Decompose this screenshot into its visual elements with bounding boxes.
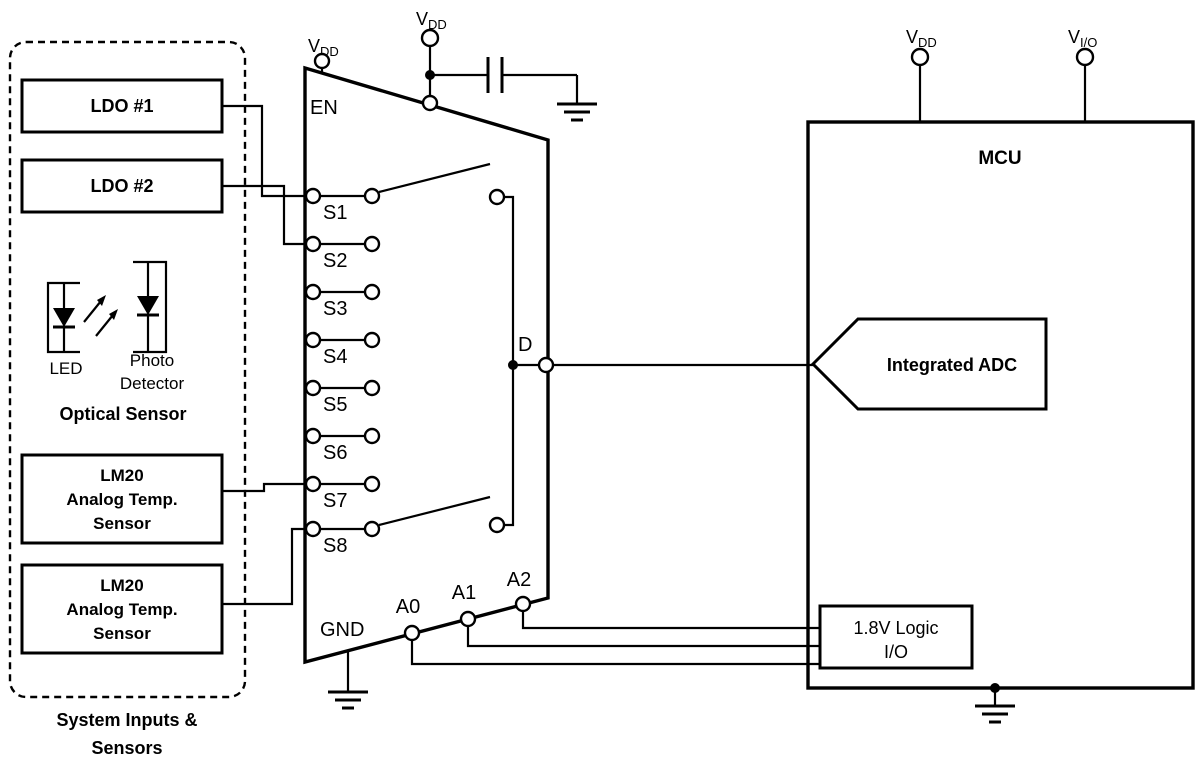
lm20-box-1: LM20 Analog Temp. Sensor — [20, 453, 224, 545]
pin-a0-label: A0 — [396, 596, 420, 618]
lm20-2-line2: Analog Temp. — [66, 600, 177, 619]
mux-gnd-label: GND — [320, 619, 364, 641]
sensors-group: LDO #1 LDO #2 — [8, 40, 247, 758]
wire-a2 — [521, 611, 820, 630]
pin-s4 — [304, 331, 322, 349]
lm20-1-rect — [20, 453, 224, 545]
lm20-2-line1: LM20 — [100, 576, 143, 595]
pin-s6-label: S6 — [323, 442, 347, 464]
pin-d-label: D — [518, 334, 532, 356]
mux-vdd-supply: VDD — [416, 9, 597, 122]
mux-vdd-terminal — [420, 28, 440, 48]
ldo1-rect — [20, 78, 224, 134]
mcu-block: MCU VDD VI/O Integrated ADC 1.8V Logic I… — [410, 27, 1195, 724]
mcu-vio-terminal — [1075, 47, 1095, 67]
logic-io-label-line1: 1.8V Logic — [853, 618, 938, 638]
pin-s1 — [304, 187, 322, 205]
pin-s2 — [304, 235, 322, 253]
wire-lm20-1-s7 — [222, 482, 306, 493]
photo-detector-label-line1: Photo — [130, 351, 174, 370]
switch-arm-s1 — [378, 162, 491, 194]
pin-s6 — [304, 427, 322, 445]
led-icon — [46, 281, 80, 354]
switch-arm-s8 — [378, 495, 491, 527]
pin-a1-label: A1 — [452, 582, 476, 604]
sensor-wires — [222, 104, 306, 606]
mcu-title: MCU — [978, 148, 1021, 169]
mcu-gnd — [975, 683, 1015, 724]
sensors-caption-line1: System Inputs & — [56, 710, 197, 730]
pin-s8-label: S8 — [323, 535, 347, 557]
pin-s4-label: S4 — [323, 346, 347, 368]
pin-a1 — [459, 610, 477, 628]
wire-a0 — [410, 640, 820, 666]
mcu-vdd-terminal — [910, 47, 930, 67]
mux-en-pin-label: EN — [310, 97, 338, 119]
logic-io-box — [818, 604, 974, 670]
pin-s3 — [304, 283, 322, 301]
pin-a0 — [403, 624, 421, 642]
lm20-1-line3: Sensor — [93, 514, 151, 533]
pin-s7 — [304, 475, 322, 493]
mcu-vdd-label: VDD — [906, 27, 937, 50]
integrated-adc-label: Integrated ADC — [887, 355, 1017, 375]
optical-sensor-label: Optical Sensor — [59, 404, 186, 424]
light-arrows-icon — [83, 295, 118, 337]
pin-s8 — [304, 520, 322, 538]
wire-a1 — [466, 626, 820, 648]
mux-common-bar: D — [488, 188, 555, 534]
lm20-2-line3: Sensor — [93, 624, 151, 643]
pin-s3-label: S3 — [323, 298, 347, 320]
pin-s5 — [304, 379, 322, 397]
led-label: LED — [49, 359, 82, 378]
pin-s1-label: S1 — [323, 202, 347, 224]
photo-detector-icon — [133, 260, 168, 354]
cap-ground-icon — [557, 102, 597, 122]
optical-sensor-symbol: LED Photo Detector Optical Sensor — [46, 260, 187, 424]
wire-lm20-2-s8 — [222, 527, 306, 606]
mcu-ground-icon — [975, 704, 1015, 724]
pin-s7-label: S7 — [323, 490, 347, 512]
wire-ldo2-s2 — [222, 184, 306, 246]
photo-detector-label-line2: Detector — [120, 374, 185, 393]
lm20-1-line1: LM20 — [100, 466, 143, 485]
mux-body — [303, 65, 550, 665]
integrated-adc-shape — [810, 317, 1048, 411]
mux-vdd-pin — [421, 94, 439, 112]
sensors-caption-line2: Sensors — [91, 738, 162, 758]
pin-s2-label: S2 — [323, 250, 347, 272]
lm20-1-line2: Analog Temp. — [66, 490, 177, 509]
mux-ground-icon — [328, 690, 368, 710]
lm20-box-2: LM20 Analog Temp. Sensor — [20, 563, 224, 655]
address-wires — [410, 611, 820, 666]
mcu-vio-label: VI/O — [1068, 27, 1097, 50]
mux-en-vdd-terminal — [313, 52, 331, 70]
ldo2-box: LDO #2 — [20, 158, 224, 214]
ldo1-box: LDO #1 — [20, 78, 224, 134]
mux-block: VDD EN VDD — [303, 9, 597, 710]
mux-vdd-label: VDD — [416, 9, 447, 32]
pin-d — [537, 356, 555, 374]
ldo1-label: LDO #1 — [90, 96, 153, 116]
wire-ldo1-s1 — [222, 104, 306, 198]
lm20-2-rect — [20, 563, 224, 655]
pin-a2 — [514, 595, 532, 613]
mux-s-pins: S1 S2 S3 S4 S5 S6 — [304, 162, 491, 557]
pin-a2-label: A2 — [507, 569, 531, 591]
logic-io-label-line2: I/O — [884, 642, 908, 662]
ldo2-label: LDO #2 — [90, 176, 153, 196]
mux-gnd: GND — [320, 619, 368, 710]
pin-s5-label: S5 — [323, 394, 347, 416]
sensors-group-outline — [8, 40, 247, 699]
decoupling-capacitor-icon — [430, 57, 579, 104]
